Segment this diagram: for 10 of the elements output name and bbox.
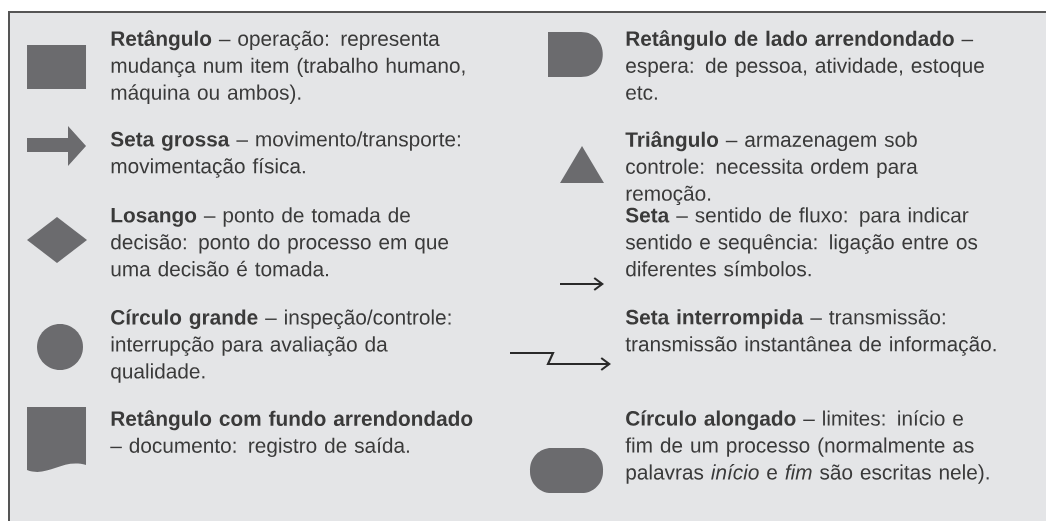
legend-text: Seta interrompida – transmissão: transmissão instantânea de informação. (625, 309, 996, 356)
legend-text: Retângulo com fundo arrendondado – documento: registro de saída. (110, 410, 473, 458)
legend-text: Retângulo – operação: representa mudança num item (trabalho humano, máquina ou ambos). (111, 30, 465, 104)
legend-text: Triângulo – armazenagem sob controle: necessita ordem para remoção. (625, 131, 918, 206)
legend-text: Círculo alongado – limites: início e fim de um processo (normalmente as palavras início e fim são escritas nele). (625, 410, 989, 484)
legend-text: Círculo grande – inspeção/controle: interrupção para avaliação da qualidade. (111, 309, 451, 383)
legend-text: Seta grossa – movimento/transporte: movimentação física. (110, 131, 460, 178)
legend-text: Retângulo de lado arrendondado – espera: de pessoa, atividade, estoque etc. (626, 30, 984, 100)
legend-text: Losango – ponto de tomada de decisão: ponto do processo em que uma decisão é tomada. (111, 207, 449, 277)
legend-text: Seta – sentido de fluxo: para indicar sentido e sequência: ligação entre os diferentes símbolos. (625, 207, 978, 277)
